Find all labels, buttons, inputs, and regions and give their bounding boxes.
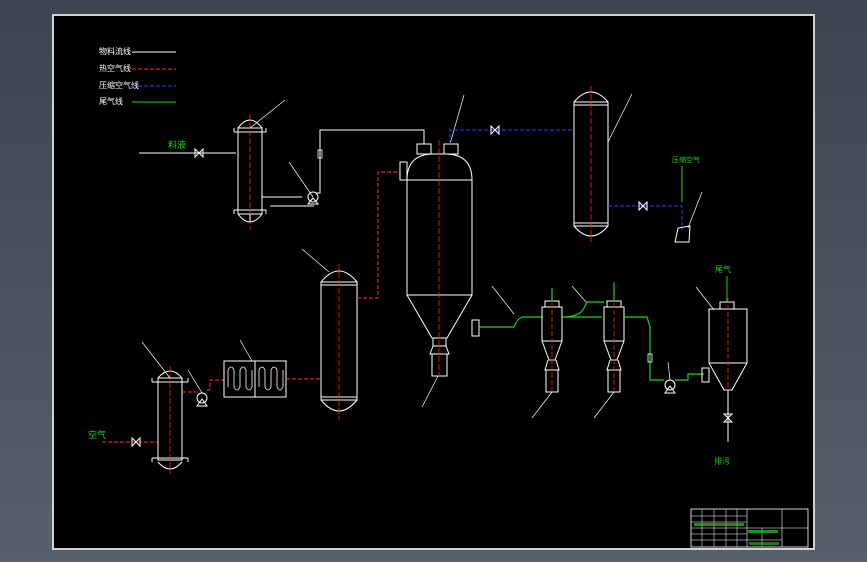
air-inlet-label: 空气 — [88, 429, 106, 441]
legend-label-exhaust: 尾气线 — [99, 96, 123, 106]
feed-valve-icon — [194, 147, 204, 159]
air-valve-icon — [131, 436, 141, 448]
air-heating-section: 空气 — [88, 339, 320, 474]
cyclone2-pipe-leader — [571, 285, 587, 303]
exhaust-pipe-3 — [613, 282, 664, 381]
compressed-air-to-nozzle-pipe — [449, 129, 574, 144]
compressed-air-tank — [573, 86, 633, 242]
legend-label-hot-air: 热空气线 — [99, 63, 131, 73]
feed-preheater — [233, 99, 286, 230]
cyclone-separator-1 — [531, 296, 563, 419]
compressor-valve-icon — [638, 200, 648, 212]
hot-air-to-dryer-pipe — [357, 171, 400, 299]
feed-pump-icon — [288, 161, 320, 205]
exhaust-pipe-2 — [551, 288, 604, 318]
drawing-sheet: 物料流线 热空气线 压缩空气线 尾气线 料液 — [52, 14, 815, 550]
air-filter-vessel — [141, 341, 189, 474]
wet-scrubber: 尾气 — [695, 264, 748, 422]
preheater-outlet-pipe — [249, 196, 314, 222]
fan-to-scrubber-pipe — [675, 373, 704, 381]
air-heater — [223, 339, 287, 398]
feed-preheater-section: 料液 — [139, 99, 425, 230]
drain-label: 排污 — [714, 456, 730, 466]
feed-filter-icon — [317, 149, 323, 159]
scrubber-gas-outlet-label: 尾气 — [715, 264, 731, 274]
exhaust-fan-icon — [664, 361, 676, 394]
exhaust-pipe-1 — [479, 316, 542, 328]
blower-icon — [187, 369, 208, 407]
legend-label-compressed-air: 压缩空气线 — [99, 80, 139, 90]
electric-heater-column — [301, 248, 358, 420]
blower-to-heater-pipe — [182, 379, 224, 393]
spray-drying-tower — [399, 94, 480, 408]
process-flow-diagram: 物料流线 热空气线 压缩空气线 尾气线 料液 — [88, 46, 809, 548]
cyclone1-pipe-leader — [491, 285, 515, 315]
legend-label-material: 物料流线 — [99, 46, 131, 56]
feed-to-dryer-pipe — [316, 129, 425, 194]
compressor-outlet-pipe — [608, 205, 683, 230]
exhaust-filter-icon — [647, 353, 653, 363]
cyclone-separator-2 — [593, 296, 625, 419]
legend: 物料流线 热空气线 压缩空气线 尾气线 — [99, 46, 176, 106]
compressed-air-label: 压缩空气 — [672, 155, 700, 164]
drain-valve-icon — [722, 413, 734, 423]
compressed-air-valve-icon — [490, 124, 500, 136]
feed-label: 料液 — [168, 139, 186, 151]
compressor-leader — [687, 191, 703, 229]
title-block — [690, 508, 809, 548]
air-compressor-icon — [674, 225, 691, 243]
